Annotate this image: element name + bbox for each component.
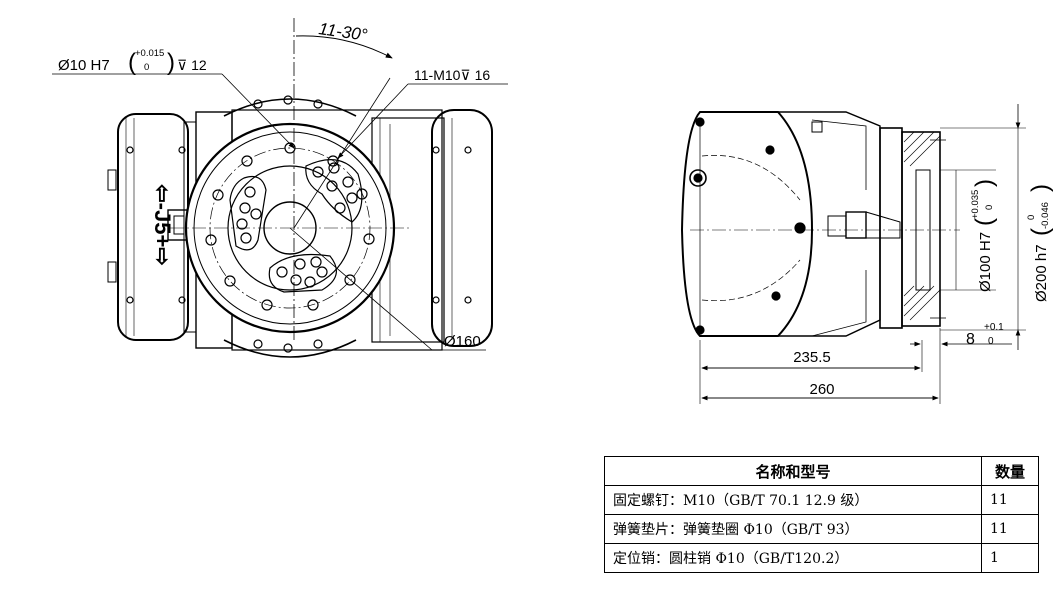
parts-table: 名称和型号 数量 固定螺钉：M10（GB/T 70.1 12.9 级） 11 弹… — [604, 456, 1039, 573]
svg-text:(: ( — [1027, 228, 1054, 236]
part-name: 固定螺钉：M10（GB/T 70.1 12.9 级） — [604, 485, 982, 515]
header-name-model: 名称和型号 — [604, 456, 982, 486]
hole-tol-upper: +0.015 — [135, 48, 164, 59]
table-row: 弹簧垫片：弹簧垫圈 Φ10（GB/T 93） 11 — [604, 514, 1039, 544]
dia-100-tol-lower: 0 — [984, 205, 995, 210]
thread-callout: 11-M10⊽ 16 — [414, 67, 490, 83]
hole-callout: Ø10 H7 — [58, 57, 110, 74]
side-view — [680, 104, 1026, 404]
dim-8-tol-upper: +0.1 — [984, 322, 1004, 333]
dim-260: 260 — [809, 381, 834, 398]
dim-8: 8 — [966, 331, 975, 348]
svg-text:): ) — [971, 179, 998, 187]
dia-100: Ø100 H7 — [977, 232, 994, 292]
dia-100-tol-upper: +0.035 — [970, 190, 981, 219]
svg-text:(: ( — [971, 218, 998, 226]
svg-text:): ) — [167, 49, 175, 76]
dia-200-tol-upper: 0 — [1026, 215, 1037, 220]
hole-depth: ⊽ 12 — [177, 57, 207, 73]
kidney-slot-right — [305, 159, 363, 223]
svg-text:): ) — [1027, 184, 1054, 192]
dia-200-tol-lower: -0.046 — [1040, 202, 1051, 229]
table-header-row: 名称和型号 数量 — [604, 456, 1039, 486]
part-qty: 11 — [981, 514, 1039, 544]
header-quantity: 数量 — [981, 456, 1039, 486]
kidney-slot-left — [229, 175, 267, 251]
part-qty: 11 — [981, 485, 1039, 515]
side-flange — [879, 127, 903, 329]
front-view: ⇦-J5+⇨ — [52, 18, 508, 358]
dim-235-5: 235.5 — [793, 349, 831, 366]
svg-text:(: ( — [128, 49, 136, 76]
side-view-annotations: 235.5 260 8 +0.1 0 Ø100 H7 ( +0.035 0 ) … — [793, 179, 1054, 398]
j5-axis-label: ⇦-J5+⇨ — [150, 184, 175, 266]
part-name: 定位销：圆柱销 Φ10（GB/T120.2） — [604, 543, 982, 573]
table-row: 定位销：圆柱销 Φ10（GB/T120.2） 1 — [604, 543, 1039, 573]
table-row: 固定螺钉：M10（GB/T 70.1 12.9 级） 11 — [604, 485, 1039, 515]
part-qty: 1 — [981, 543, 1039, 573]
bolt-circle-dim: Ø160 — [444, 333, 481, 350]
dia-200: Ø200 h7 — [1033, 244, 1050, 302]
right-motor-housing — [431, 109, 493, 347]
side-housing — [680, 111, 814, 337]
angle-label: 11-30° — [317, 19, 368, 45]
dim-8-tol-lower: 0 — [988, 336, 994, 347]
hole-tol-lower: 0 — [144, 62, 149, 73]
part-name: 弹簧垫片：弹簧垫圈 Φ10（GB/T 93） — [604, 514, 982, 544]
